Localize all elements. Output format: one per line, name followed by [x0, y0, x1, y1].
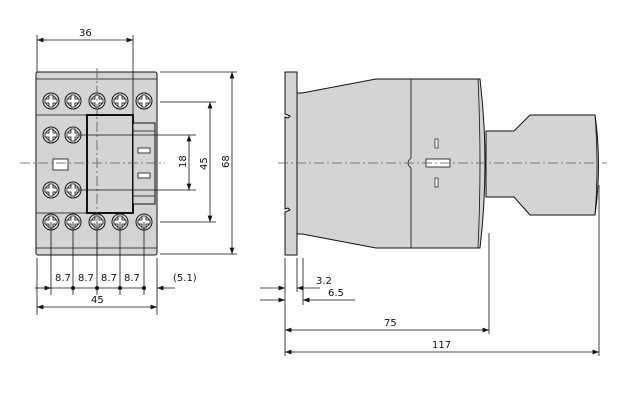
dim-45-vertical: 45: [199, 157, 210, 170]
contactor-side-body: [296, 78, 486, 249]
dim-pitch-4: 8.7: [124, 273, 140, 284]
dim-pitch-3: 8.7: [101, 273, 117, 284]
dim-pitch-2: 8.7: [78, 273, 94, 284]
indicator-window: [52, 158, 69, 171]
dim-6-5: 6.5: [328, 288, 344, 299]
knob: [485, 114, 599, 216]
front-view: 36 68 45 18 8.7 8.7 8.7 8.7 (5.1) 45: [20, 28, 237, 315]
side-view: 3.2 6.5 75 117: [260, 71, 607, 356]
dim-68: 68: [221, 155, 232, 168]
dim-75: 75: [384, 318, 397, 329]
dim-pitch-1: 8.7: [55, 273, 71, 284]
dim-3-2: 3.2: [316, 276, 332, 287]
dim-offset: (5.1): [173, 273, 197, 284]
side-tab: [132, 122, 156, 205]
dim-45-horizontal: 45: [91, 295, 104, 306]
dim-117: 117: [432, 340, 451, 351]
dim-36: 36: [79, 28, 92, 39]
dim-18: 18: [178, 155, 189, 168]
coil-cover: [86, 114, 134, 214]
